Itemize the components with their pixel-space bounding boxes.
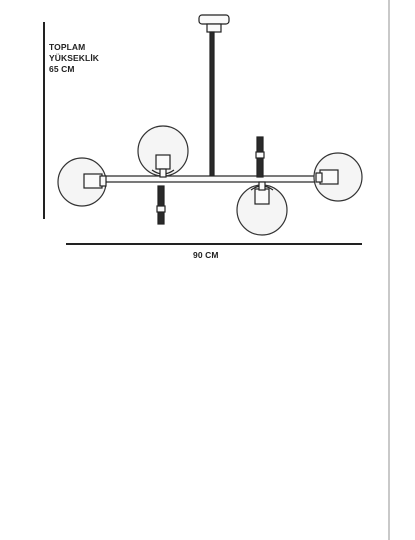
height-dimension-line (43, 22, 45, 219)
height-label-line2: YÜKSEKLİK (49, 53, 100, 63)
left-vertical-rod (157, 185, 165, 225)
ceiling-canopy (198, 14, 230, 25)
scrollbar[interactable] (388, 0, 415, 540)
chandelier-drawing (57, 14, 363, 236)
down-rod (209, 31, 215, 179)
height-label-line1: TOPLAM (49, 42, 86, 52)
width-dimension-line (66, 243, 362, 245)
main-horizontal-bar (97, 175, 327, 183)
total-height-label: TOPLAM YÜKSEKLİK 65 CM (49, 42, 99, 75)
total-width-label: 90 CM (193, 250, 219, 260)
canopy-collar (206, 23, 222, 33)
height-label-line3: 65 CM (49, 64, 75, 74)
